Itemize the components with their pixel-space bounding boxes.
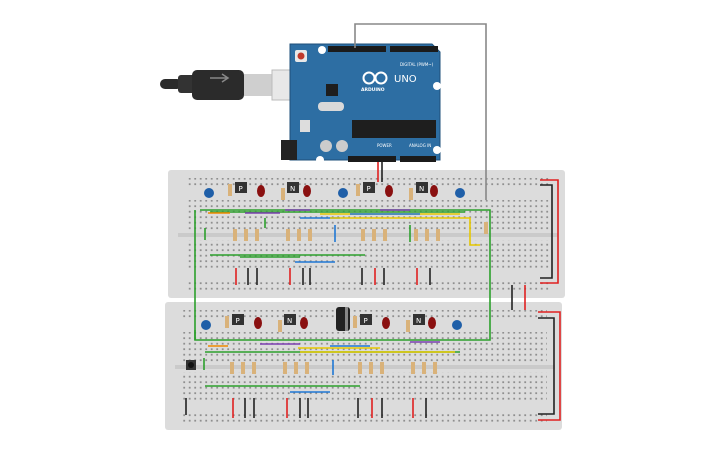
capacitor-right xyxy=(336,140,348,152)
capacitor-2[interactable] xyxy=(338,188,348,198)
led-8[interactable] xyxy=(428,317,436,329)
power-jack xyxy=(281,140,297,160)
capacitor-1[interactable] xyxy=(204,188,214,198)
led-6[interactable] xyxy=(300,317,308,329)
usb-chip xyxy=(326,84,338,96)
regulator xyxy=(300,120,310,132)
svg-text:P: P xyxy=(239,185,243,193)
transistor-7[interactable]: P xyxy=(360,314,372,325)
transistor-2[interactable]: N xyxy=(287,182,299,193)
wire-black-right-bottom xyxy=(538,317,555,415)
wire-black-right-top xyxy=(540,184,553,279)
transistor-6[interactable]: N xyxy=(284,314,296,325)
capacitor-4[interactable] xyxy=(201,320,211,330)
power-label: POWER xyxy=(377,143,392,148)
resistors-top[interactable] xyxy=(228,184,488,241)
analog-label: ANALOG IN xyxy=(409,143,431,148)
analog-header[interactable] xyxy=(400,156,436,162)
capacitor-3[interactable] xyxy=(455,188,465,198)
svg-text:P: P xyxy=(364,317,368,325)
led-1[interactable] xyxy=(257,185,265,197)
led-7[interactable] xyxy=(382,317,390,329)
svg-text:P: P xyxy=(236,317,240,325)
model-label: UNO xyxy=(394,74,417,85)
svg-text:N: N xyxy=(416,317,421,325)
digital-header-right[interactable] xyxy=(390,46,438,52)
svg-text:P: P xyxy=(367,185,371,193)
digital-header-left[interactable] xyxy=(328,46,386,52)
components-bottom[interactable]: P N P N xyxy=(186,307,462,374)
svg-text:N: N xyxy=(290,185,295,193)
electrolytic-capacitor[interactable] xyxy=(336,307,350,331)
svg-text:ARDUINO: ARDUINO xyxy=(361,87,385,93)
transistor-1[interactable]: P xyxy=(235,182,247,193)
svg-text:N: N xyxy=(419,185,424,193)
push-button[interactable] xyxy=(186,360,196,370)
wires[interactable] xyxy=(185,23,561,421)
transistor-4[interactable]: N xyxy=(416,182,428,193)
capacitor-left xyxy=(320,140,332,152)
svg-text:N: N xyxy=(287,317,292,325)
capacitor-5[interactable] xyxy=(452,320,462,330)
led-5[interactable] xyxy=(254,317,262,329)
resistors-bottom[interactable] xyxy=(225,316,437,374)
wire-gray-d13 xyxy=(354,23,487,200)
usb-cable[interactable] xyxy=(160,69,313,101)
led-2[interactable] xyxy=(303,185,311,197)
wire-red-right-bottom xyxy=(538,311,561,421)
components-top[interactable]: P N P N xyxy=(204,182,488,241)
led-4[interactable] xyxy=(430,185,438,197)
power-header[interactable] xyxy=(348,156,396,162)
transistor-3[interactable]: P xyxy=(363,182,375,193)
crystal xyxy=(318,102,344,111)
transistor-8[interactable]: N xyxy=(413,314,425,325)
atmega-chip xyxy=(352,120,436,138)
digital-label: DIGITAL (PWM~) xyxy=(400,62,434,67)
led-3[interactable] xyxy=(385,185,393,197)
wire-red-right-top xyxy=(540,179,559,284)
arduino-uno-board[interactable]: DIGITAL (PWM~) ARDUINO UNO POWER ANALOG … xyxy=(281,43,441,164)
arduino-logo: ARDUINO xyxy=(361,71,388,93)
transistor-5[interactable]: P xyxy=(232,314,244,325)
